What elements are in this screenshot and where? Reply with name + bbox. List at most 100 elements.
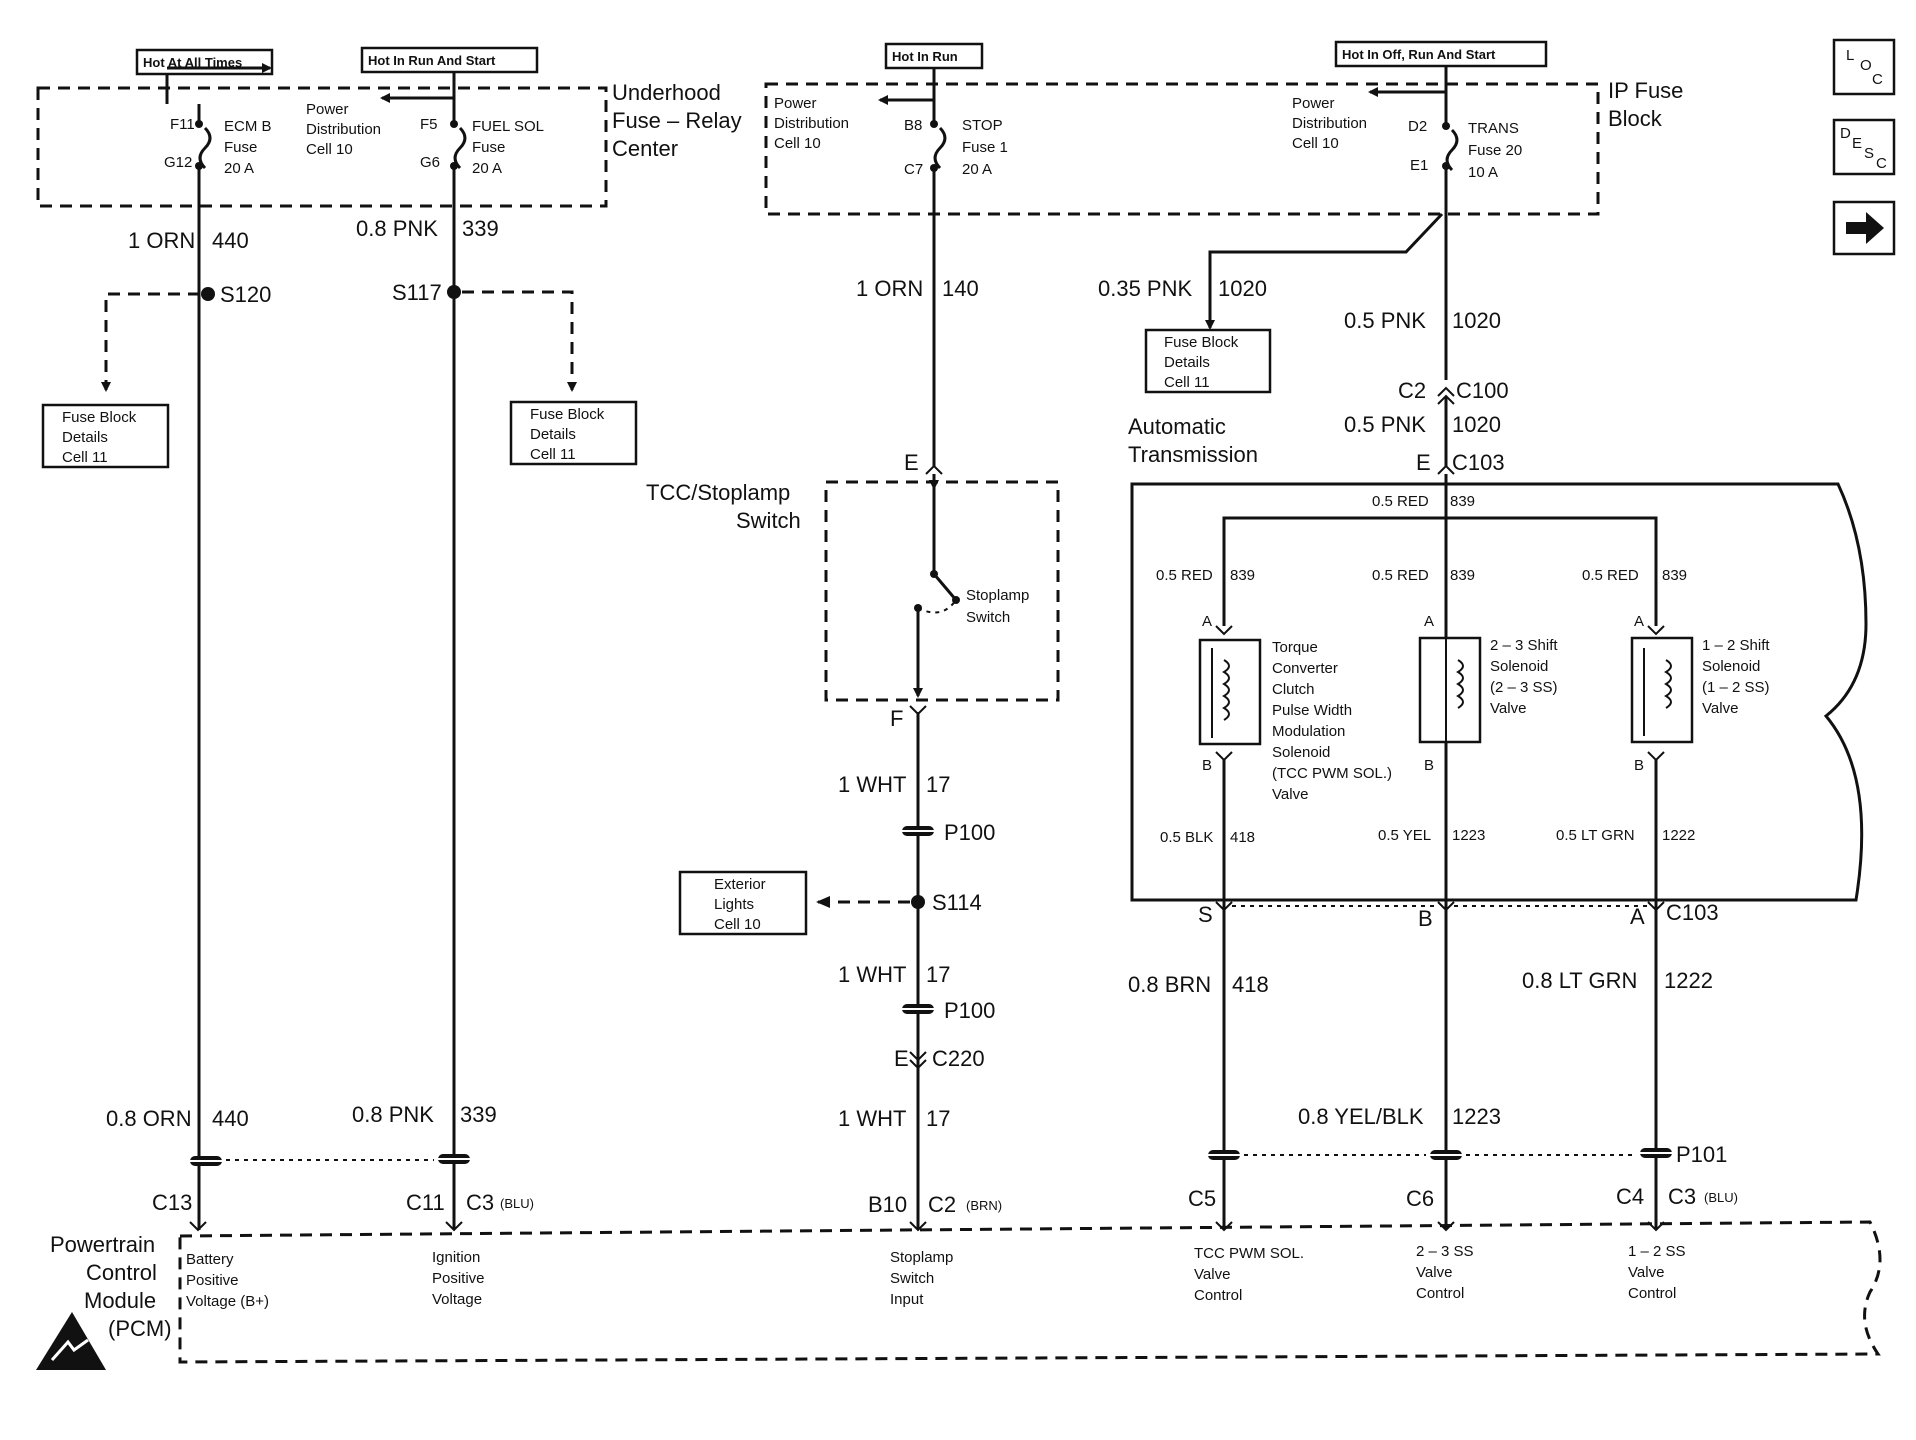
svg-text:Exterior: Exterior (714, 876, 766, 893)
wire-circuit: 839 (1230, 567, 1255, 584)
svg-text:10 A: 10 A (1468, 164, 1498, 181)
stoplamp-switch-label: Stoplamp (966, 587, 1029, 604)
svg-text:Control: Control (86, 1260, 157, 1285)
svg-text:Switch: Switch (736, 508, 801, 533)
svg-text:Fuse Block: Fuse Block (530, 406, 605, 423)
svg-text:Hot In Off, Run And Start: Hot In Off, Run And Start (1342, 47, 1496, 62)
connector-e-switch: E (904, 450, 943, 475)
ip-fuse-block-title: IP Fuse (1608, 78, 1683, 103)
svg-text:2 – 3 Shift: 2 – 3 Shift (1490, 637, 1558, 654)
loc-button[interactable]: L O C (1832, 38, 1896, 96)
svg-text:C13: C13 (152, 1190, 192, 1215)
svg-text:Lights: Lights (714, 896, 754, 913)
powertrain-control-module: Powertrain Control Module (PCM) Battery … (36, 1220, 1882, 1370)
wire-label: 1 ORN (856, 276, 923, 301)
svg-text:C6: C6 (1406, 1186, 1434, 1211)
svg-text:Input: Input (890, 1291, 924, 1308)
svg-text:C: C (1876, 155, 1887, 172)
svg-text:E: E (1416, 450, 1431, 475)
svg-text:S117: S117 (392, 280, 442, 305)
svg-text:A: A (1202, 613, 1212, 630)
svg-text:FUEL SOL: FUEL SOL (472, 118, 544, 135)
svg-text:Transmission: Transmission (1128, 442, 1258, 467)
wire-circuit: 1020 (1218, 276, 1267, 301)
svg-text:(1 – 2 SS): (1 – 2 SS) (1702, 679, 1770, 696)
wire-label: 0.5 RED (1156, 567, 1213, 584)
next-button[interactable] (1832, 200, 1896, 256)
ref-fuse-block-details-1[interactable]: Fuse Block Details Cell 11 (41, 403, 170, 469)
svg-text:Solenoid: Solenoid (1272, 744, 1330, 761)
ip-fuse-block: IP Fuse Block Power Distribution Cell 10… (764, 78, 1683, 216)
hot-label-run-start: Hot In Run And Start (360, 46, 539, 74)
wire-circuit: 418 (1232, 972, 1269, 997)
underhood-fuse-relay-center: Underhood Fuse – Relay Center Power Dist… (36, 80, 742, 208)
svg-text:ECM B: ECM B (224, 118, 272, 135)
wire-label: 0.5 YEL (1378, 827, 1431, 844)
wire-circuit: 1020 (1452, 412, 1501, 437)
svg-text:Valve: Valve (1194, 1266, 1230, 1283)
svg-text:STOP: STOP (962, 117, 1003, 134)
fuse-ecm-b: F11 G12 ECM B Fuse 20 A (164, 110, 272, 177)
connector-p101: P101 (1204, 1142, 1727, 1167)
fuse-stop: B8 C7 STOP Fuse 1 20 A (904, 117, 1008, 178)
desc-button[interactable]: D E S C (1832, 118, 1896, 176)
wire-label: 0.8 BRN (1128, 972, 1211, 997)
svg-text:P100: P100 (944, 820, 995, 845)
svg-text:Fuse 20: Fuse 20 (1468, 142, 1522, 159)
svg-text:Valve: Valve (1416, 1264, 1452, 1281)
svg-text:C2: C2 (928, 1192, 956, 1217)
esd-warning-icon (36, 1312, 106, 1370)
svg-text:Fuse: Fuse (472, 139, 505, 156)
hot-label-all-times: Hot At All Times (135, 48, 274, 76)
wire-circuit: 1223 (1452, 1104, 1501, 1129)
svg-text:C: C (1872, 71, 1883, 88)
svg-text:C2: C2 (1398, 378, 1426, 403)
svg-text:G12: G12 (164, 154, 192, 171)
wire-circuit: 339 (460, 1102, 497, 1127)
svg-text:Converter: Converter (1272, 660, 1338, 677)
svg-text:B10: B10 (868, 1192, 907, 1217)
wire-circuit: 1020 (1452, 308, 1501, 333)
wire-label: 0.35 PNK (1098, 276, 1192, 301)
svg-text:Distribution: Distribution (1292, 115, 1367, 132)
svg-text:Battery: Battery (186, 1251, 234, 1268)
svg-text:F: F (890, 706, 903, 731)
wire-circuit: 17 (926, 772, 950, 797)
wire-label: 0.5 LT GRN (1556, 827, 1635, 844)
wire-circuit: 1223 (1452, 827, 1485, 844)
svg-text:B: B (1634, 757, 1644, 774)
wire-label: 1 WHT (838, 1106, 906, 1131)
svg-text:A: A (1634, 613, 1644, 630)
wire-label: 1 WHT (838, 772, 906, 797)
svg-text:1 – 2 Shift: 1 – 2 Shift (1702, 637, 1770, 654)
svg-text:Hot In Run: Hot In Run (892, 49, 958, 64)
hot-label-run: Hot In Run (884, 42, 984, 70)
svg-text:Positive: Positive (432, 1270, 485, 1287)
svg-text:Voltage (B+): Voltage (B+) (186, 1293, 269, 1310)
svg-text:S114: S114 (932, 890, 982, 915)
connector-p100-b: P100 (898, 998, 995, 1023)
ref-fuse-block-details-2[interactable]: Fuse Block Details Cell 11 (509, 400, 638, 466)
automatic-transmission-title: Automatic (1128, 414, 1226, 439)
svg-text:Module: Module (84, 1288, 156, 1313)
svg-text:C103: C103 (1452, 450, 1505, 475)
wire-label: 0.5 BLK (1160, 829, 1213, 846)
svg-text:20 A: 20 A (472, 160, 502, 177)
wire-circuit: 339 (462, 216, 499, 241)
wire-circuit: 1222 (1664, 968, 1713, 993)
svg-text:Cell 10: Cell 10 (714, 916, 761, 933)
wire-label: 0.5 RED (1582, 567, 1639, 584)
svg-text:20 A: 20 A (962, 161, 992, 178)
svg-text:Torque: Torque (1272, 639, 1318, 656)
svg-text:S: S (1864, 145, 1874, 162)
ref-exterior-lights[interactable]: Exterior Lights Cell 10 (678, 870, 808, 936)
shift-solenoid-1-2: A B 1 – 2 Shift Solenoid (1 – 2 SS) Valv… (1630, 613, 1770, 774)
svg-text:Clutch: Clutch (1272, 681, 1315, 698)
svg-text:Positive: Positive (186, 1272, 239, 1289)
svg-text:Valve: Valve (1702, 700, 1738, 717)
svg-text:Solenoid: Solenoid (1702, 658, 1760, 675)
ref-fuse-block-details-3[interactable]: Fuse Block Details Cell 11 (1144, 328, 1272, 394)
fuse-trans: D2 E1 TRANS Fuse 20 10 A (1408, 118, 1522, 181)
wire-circuit: 440 (212, 228, 249, 253)
inline-connector-left (186, 1154, 474, 1166)
